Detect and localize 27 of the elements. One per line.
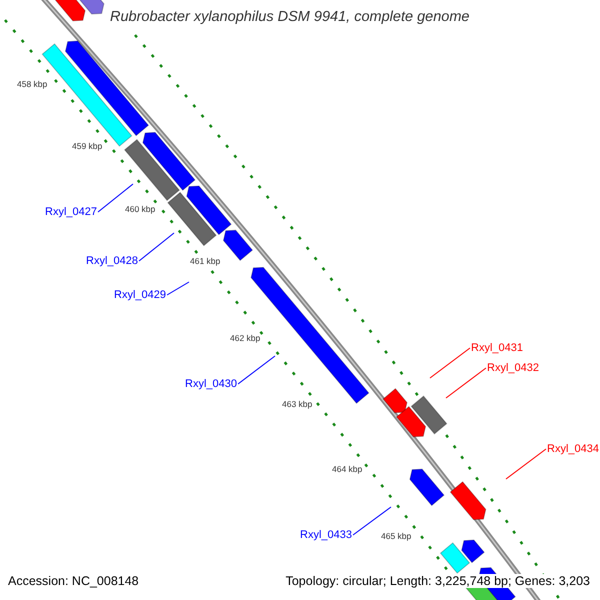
leader-line bbox=[430, 348, 470, 378]
leader-line bbox=[138, 232, 174, 262]
scale-label: 460 kbp bbox=[125, 204, 156, 214]
gene-label: Rxyl_0429 bbox=[114, 289, 166, 301]
gene-label: Rxyl_0431 bbox=[471, 342, 523, 354]
gene-label: Rxyl_0427 bbox=[45, 206, 97, 218]
gene-label: Rxyl_0428 bbox=[86, 255, 138, 267]
leader-line bbox=[446, 368, 486, 398]
scale-label: 463 kbp bbox=[282, 399, 312, 409]
leader-line bbox=[352, 506, 392, 536]
leader-line bbox=[506, 448, 546, 480]
scale-label: 464 kbp bbox=[332, 464, 362, 474]
leader-line bbox=[238, 356, 276, 384]
scale-label: 459 kbp bbox=[72, 141, 102, 151]
leader-line bbox=[98, 184, 134, 212]
leader-line bbox=[166, 282, 190, 296]
accession-text: Accession: NC_008148 bbox=[8, 574, 139, 588]
gene-label: Rxyl_0432 bbox=[487, 362, 539, 374]
scale-label: 458 kbp bbox=[17, 79, 48, 89]
gene-label: Rxyl_0430 bbox=[185, 378, 237, 390]
scale-label: 465 kbp bbox=[381, 531, 412, 541]
scale-label: 461 kbp bbox=[190, 256, 220, 266]
genome-summary-text: Topology: circular; Length: 3,225,748 bp; Genes: 3,203 bbox=[286, 574, 590, 588]
gene-label: Rxyl_0433 bbox=[300, 529, 352, 541]
gene-label: Rxyl_0434 bbox=[547, 443, 599, 455]
scale-label: 462 kbp bbox=[230, 333, 260, 343]
title: Rubrobacter xylanophilus DSM 9941, complete genome bbox=[110, 9, 470, 25]
